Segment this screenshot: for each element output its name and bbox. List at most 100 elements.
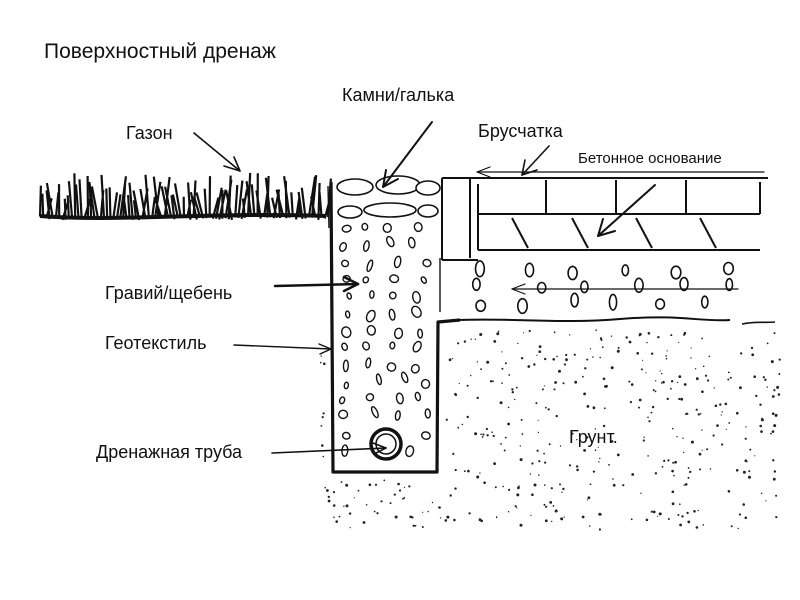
soil-speck xyxy=(605,384,608,388)
soil-speck xyxy=(770,360,774,364)
soil-speck xyxy=(638,398,642,402)
soil-speck xyxy=(335,520,339,523)
soil-speck xyxy=(708,355,711,358)
soil-speck xyxy=(659,370,661,372)
soil-speck xyxy=(695,526,699,529)
soil-speck xyxy=(553,388,556,391)
soil-speck xyxy=(504,362,507,365)
soil-speck xyxy=(686,511,689,515)
soil-speck xyxy=(565,358,568,362)
soil-speck xyxy=(514,505,517,508)
soil-speck xyxy=(403,497,406,499)
soil-speck xyxy=(543,452,545,455)
soil-speck xyxy=(322,412,325,415)
soil-speck xyxy=(698,452,702,456)
grass-blades xyxy=(38,172,332,221)
soil-speck xyxy=(707,379,710,382)
soil-speck xyxy=(520,418,523,421)
soil-speck xyxy=(766,342,769,345)
soil-speck xyxy=(677,514,680,516)
soil-speck xyxy=(766,386,768,388)
soil-speck xyxy=(720,414,722,416)
soil-speck xyxy=(348,512,352,515)
gravel-stone xyxy=(388,291,397,300)
soil-speck xyxy=(409,515,413,519)
soil-speck xyxy=(508,488,511,491)
soil-speck xyxy=(693,510,696,513)
soil-speck xyxy=(576,439,578,441)
soil-speck xyxy=(729,376,732,379)
diagram-title: Поверхностный дренаж xyxy=(44,40,276,63)
gravel-stone xyxy=(580,280,589,294)
gravel-stone xyxy=(422,258,432,268)
soil-speck xyxy=(739,386,742,390)
soil-speck xyxy=(760,492,763,495)
soil-speck xyxy=(431,501,434,504)
soil-speck xyxy=(568,464,572,467)
soil-speck xyxy=(362,521,366,524)
soil-speck xyxy=(333,516,335,519)
soil-speck xyxy=(476,396,479,400)
soil-speck xyxy=(695,377,699,381)
soil-speck xyxy=(628,340,632,344)
soil-speck xyxy=(646,341,648,344)
label-soil: Грунт. xyxy=(569,427,618,447)
soil-speck xyxy=(652,510,656,514)
soil-speck xyxy=(493,462,496,465)
soil-speck xyxy=(608,464,610,466)
soil-speck xyxy=(704,374,708,377)
soil-speck xyxy=(670,380,674,383)
label-geotextile: Геотекстиль xyxy=(105,333,207,353)
soil-speck xyxy=(683,331,687,335)
soil-speck xyxy=(701,390,704,394)
soil-speck xyxy=(631,473,635,476)
soil-speck xyxy=(496,332,500,336)
soil-speck xyxy=(735,469,739,472)
soil-speck xyxy=(485,427,488,431)
soil-speck xyxy=(687,476,690,479)
soil-speck xyxy=(349,527,351,529)
soil-speck xyxy=(654,390,657,393)
soil-speck xyxy=(554,509,558,513)
soil-speck xyxy=(689,470,692,474)
soil-speck xyxy=(683,484,685,486)
gravel-stone xyxy=(400,371,409,384)
gravel-stone xyxy=(411,305,422,318)
soil-speck xyxy=(543,503,546,506)
soil-speck xyxy=(762,376,765,379)
soil-speck xyxy=(479,472,481,474)
gravel-stone xyxy=(365,309,376,323)
soil-speck xyxy=(516,493,520,497)
soil-speck xyxy=(574,380,578,384)
soil-speck xyxy=(602,377,606,381)
soil-speck xyxy=(774,413,778,417)
soil-speck xyxy=(586,499,589,501)
soil-speck xyxy=(561,491,563,493)
soil-speck xyxy=(744,516,748,520)
soil-speck xyxy=(670,334,673,337)
soil-speck xyxy=(511,388,514,391)
soil-speck xyxy=(551,520,553,523)
soil-speck xyxy=(544,357,547,361)
soil-speck xyxy=(610,440,614,443)
soil-speck xyxy=(536,449,539,452)
soil-speck xyxy=(760,418,764,422)
soil-speck xyxy=(483,481,486,485)
gravel-stone xyxy=(366,324,377,336)
soil-speck xyxy=(719,403,722,406)
soil-speck xyxy=(529,473,532,475)
soil-speck xyxy=(678,341,680,343)
soil-speck xyxy=(740,352,743,355)
soil-speck xyxy=(610,335,613,337)
soil-speck xyxy=(560,517,564,521)
gravel-stone xyxy=(389,274,400,284)
soil-speck xyxy=(730,525,733,528)
gravel-stone xyxy=(393,327,404,340)
soil-speck xyxy=(701,449,703,451)
gravel-stone xyxy=(341,431,351,440)
soil-speck xyxy=(530,514,532,517)
soil-speck xyxy=(535,402,538,405)
gravel-stone xyxy=(679,276,689,292)
soil-speck xyxy=(508,374,511,376)
